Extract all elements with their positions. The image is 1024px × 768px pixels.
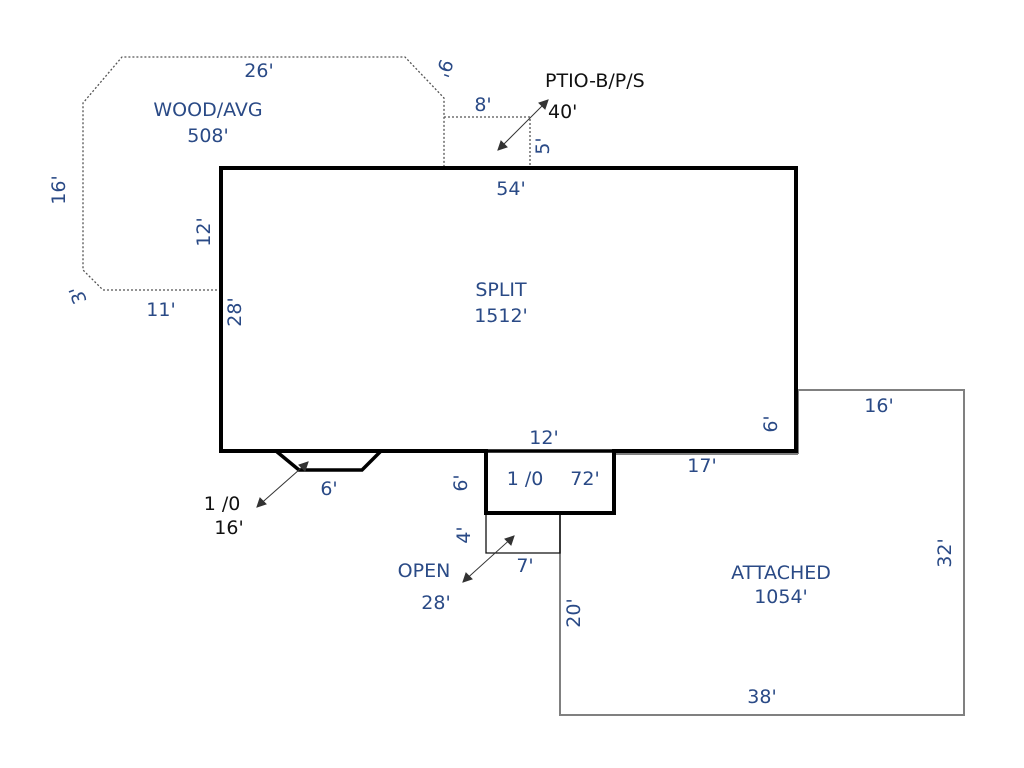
- patio-outline: [444, 116, 531, 168]
- wood-deck-outline: [82, 56, 445, 291]
- dim-patio-top: 8': [474, 94, 491, 116]
- dim-attached-left: 20': [563, 598, 585, 627]
- dim-attached-right: 32': [934, 538, 956, 567]
- dim-wood-diag-bottom: 3': [65, 283, 92, 307]
- attached-area-label: 1054': [754, 586, 808, 608]
- dim-split-top: 54': [496, 178, 525, 200]
- bay-window-outline: [274, 449, 383, 472]
- patio-name-label: PTIO-B/P/S: [545, 70, 645, 92]
- wood-name-label: WOOD/AVG: [153, 99, 262, 121]
- patio-leader-arrow: [497, 99, 549, 151]
- dim-open-bottom: 7': [516, 555, 533, 577]
- dim-wood-bottom: 11': [146, 299, 175, 321]
- dim-wood-top: 26': [244, 60, 273, 82]
- bay-area-label: 16': [214, 517, 243, 539]
- bay-leader-arrow: [256, 461, 309, 508]
- dim-bay-bottom: 6': [320, 478, 337, 500]
- dim-wood-left: 16': [48, 175, 70, 204]
- open-leader-arrow: [462, 535, 515, 583]
- wood-area-label: 508': [187, 125, 229, 147]
- attached-name-label: ATTACHED: [731, 562, 831, 584]
- split-name-label: SPLIT: [475, 279, 527, 301]
- dim-attached-bottom: 38': [747, 686, 776, 708]
- dim-attached-top: 16': [864, 395, 893, 417]
- open-name-label: OPEN: [398, 560, 451, 582]
- attached-outline: [559, 389, 965, 716]
- dim-split-right: 6': [760, 415, 782, 432]
- dim-patio-right: 5': [532, 137, 554, 154]
- dim-split-left: 28': [224, 297, 246, 326]
- bay-name-label: 1 /0: [204, 493, 241, 515]
- bump-area-label: 72': [570, 468, 599, 490]
- dim-wood-right: 12': [193, 217, 215, 246]
- dim-bump-top: 12': [529, 427, 558, 449]
- dim-open-left: 4': [453, 526, 475, 543]
- bump-name-label: 1 /0: [507, 468, 544, 490]
- split-area-label: 1512': [474, 305, 528, 327]
- dim-wood-diag-top: 9': [430, 56, 457, 80]
- patio-area-label: 40': [548, 101, 577, 123]
- open-porch-outline: [485, 513, 561, 554]
- dim-attached-top-left: 17': [687, 455, 716, 477]
- open-area-label: 28': [421, 592, 450, 614]
- dim-bump-left: 6': [450, 474, 472, 491]
- split-main-outline: [219, 166, 798, 515]
